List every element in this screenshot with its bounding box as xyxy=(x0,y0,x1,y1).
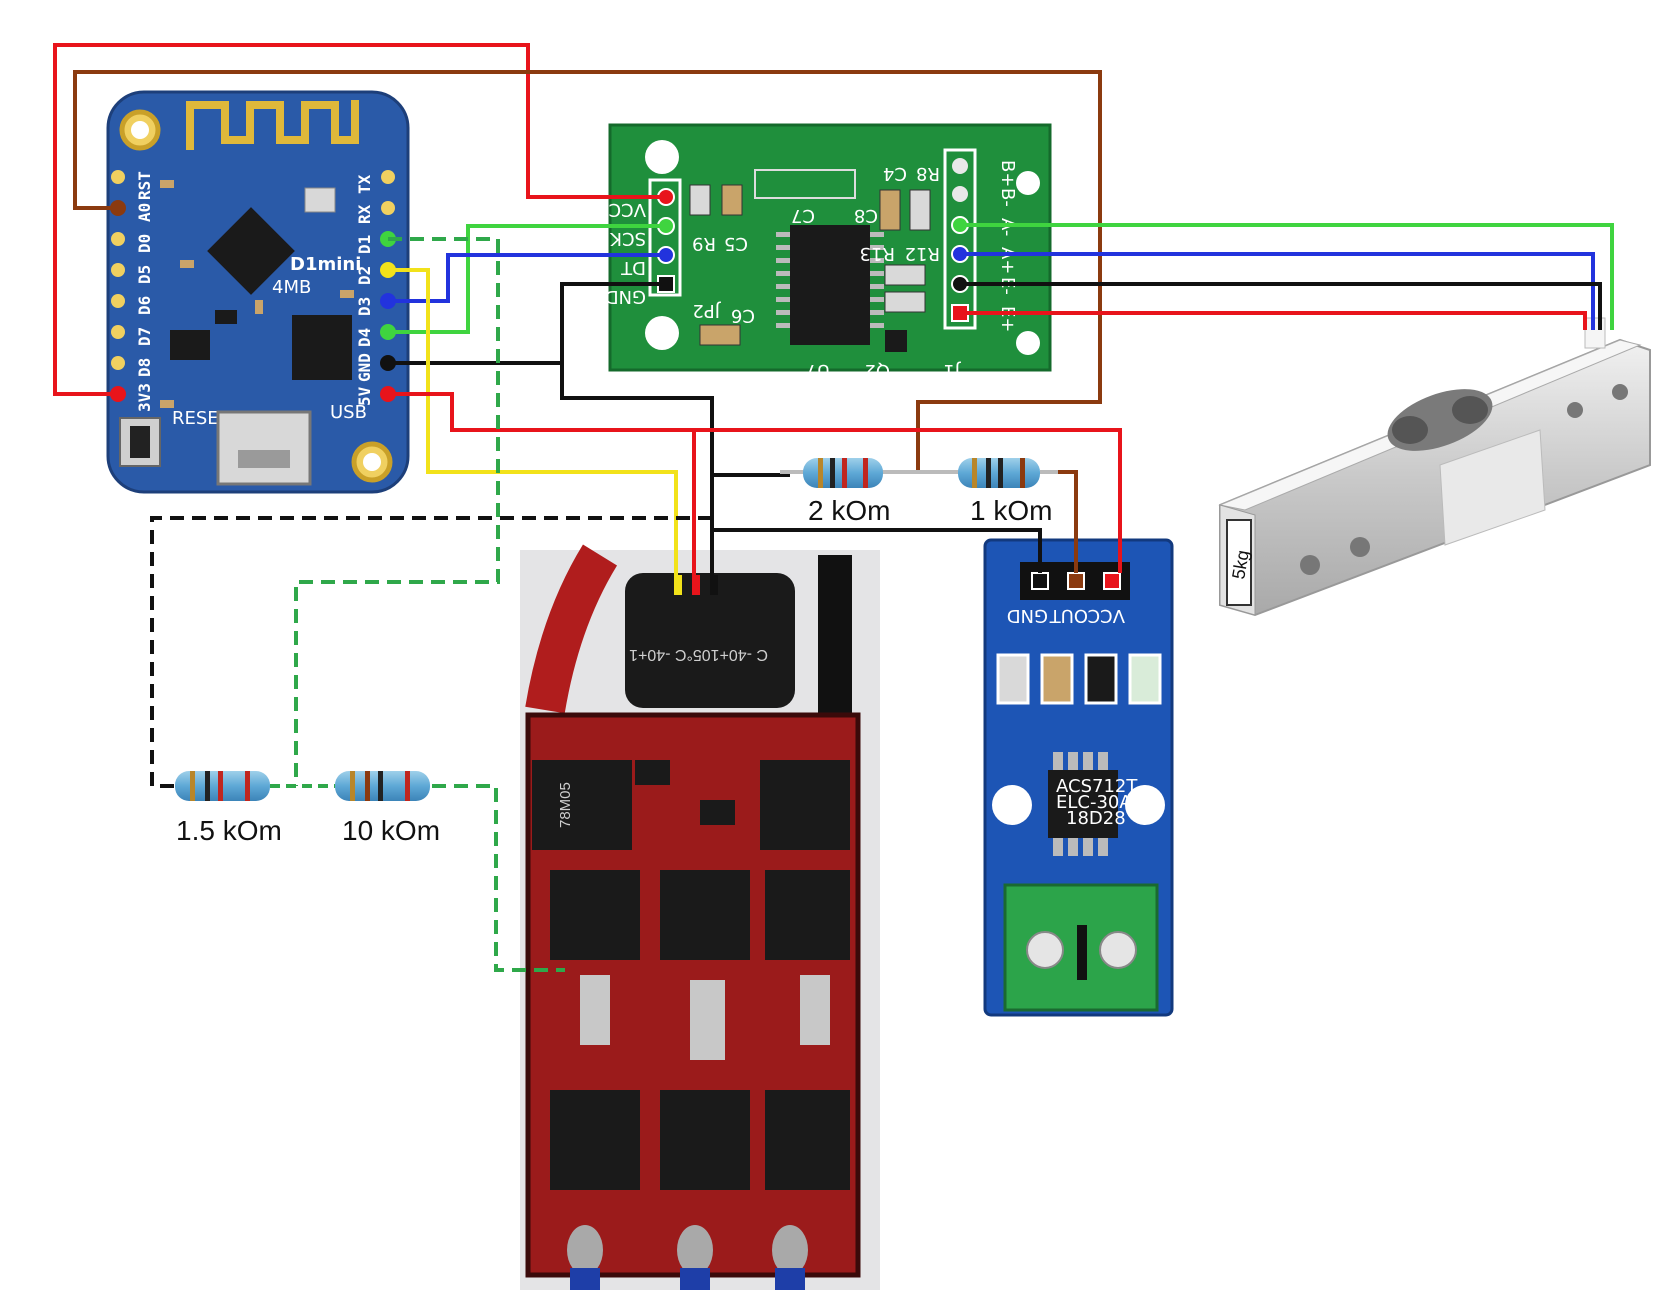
wemos-pin-d5: D5 xyxy=(135,265,154,284)
hx711-pin-bplus: B+ xyxy=(997,160,1018,187)
hx711-q-label: Q2 xyxy=(864,360,890,381)
hx711-silk-r12: R12 xyxy=(905,243,940,264)
wemos-pin-rx: RX xyxy=(355,204,374,224)
acs712-board: GND OUT VCC ACS712T ELC-30A 18D28 xyxy=(983,538,1174,1017)
wemos-pin-d8: D8 xyxy=(135,358,154,377)
wemos-pin-d7: D7 xyxy=(135,327,154,346)
load-cell: 5kg xyxy=(1218,317,1651,617)
hx711-u-label: U7 xyxy=(805,360,830,381)
acs712-pin-gnd: GND xyxy=(1007,605,1048,626)
wire-gnd-to-hx711-gnd xyxy=(388,282,666,365)
esc-regulator-text: 78M05 xyxy=(557,782,574,828)
wemos-pin-a0: A0 xyxy=(135,203,154,222)
wemos-pin-d3: D3 xyxy=(355,297,374,316)
wemos-pin-3v3: 3V3 xyxy=(135,383,154,412)
esc-board: C -40+105°C -40+1 78M05 xyxy=(520,544,880,1290)
wemos-usb-label: USB xyxy=(330,402,367,423)
wemos-flash-label: 4MB xyxy=(272,277,311,298)
resistor-10k: 10 kOm xyxy=(335,771,440,846)
acs712-chip-line3: 18D28 xyxy=(1066,808,1126,829)
wire-hx711-aplus-to-load-cell xyxy=(960,252,1595,330)
wemos-pin-d1: D1 xyxy=(355,235,374,254)
hx711-pin-bminus: B- xyxy=(997,188,1018,207)
hx711-pin-vcc: VCC xyxy=(609,199,646,220)
resistor-10k-label: 10 kOm xyxy=(342,815,440,846)
wemos-d1-mini-board: RST A0 D0 D5 D6 D7 D8 3V3 TX RX D1 D2 D3… xyxy=(106,90,410,494)
resistor-1k-label: 1 kOm xyxy=(970,495,1052,526)
wire-gnd-to-esc xyxy=(560,363,714,575)
resistor-2k-label: 2 kOm xyxy=(808,495,890,526)
wire-a0-to-divider xyxy=(73,70,1102,472)
hx711-pin-gnd: GND xyxy=(605,286,646,307)
acs712-chip-line1: ACS712T xyxy=(1056,776,1138,797)
wemos-chip-label: D1mini xyxy=(290,254,361,275)
resistor-1k5: 1.5 kOm xyxy=(175,771,282,846)
wemos-reset-label: RESET xyxy=(172,408,231,429)
load-cell-capacity-label: 5kg xyxy=(1228,549,1253,581)
hx711-chip xyxy=(790,225,870,345)
acs712-chip xyxy=(1048,770,1118,838)
wire-divider-to-acs712-out xyxy=(1055,470,1078,573)
resistor-1k5-label: 1.5 kOm xyxy=(176,815,282,846)
wemos-pin-tx: TX xyxy=(355,174,374,194)
wire-hx711-eplus-to-load-cell xyxy=(960,311,1587,330)
resistor-1k: 1 kOm xyxy=(930,458,1058,526)
hx711-silk-c4: C4 xyxy=(883,163,907,184)
hx711-silk-c7: C7 xyxy=(791,205,815,226)
hx711-pin-eplus: E+ xyxy=(997,306,1018,332)
wemos-pin-d6: D6 xyxy=(135,296,154,315)
esc-capacitor-text: C -40+105°C -40+1 xyxy=(629,646,768,663)
hx711-pin-aminus: A- xyxy=(997,218,1018,236)
hx711-silk-c6: C6 xyxy=(731,305,755,326)
wire-dashed-green-telemetry xyxy=(294,237,565,972)
hx711-silk-c8: C8 xyxy=(854,205,878,226)
wemos-pin-5v: 5V xyxy=(355,386,374,406)
wemos-pin-d0: D0 xyxy=(135,234,154,253)
wire-dashed-black-ground xyxy=(150,516,712,788)
wemos-pin-d2: D2 xyxy=(355,266,374,285)
hx711-pin-dt: DT xyxy=(620,257,646,278)
wemos-pin-rst: RST xyxy=(135,171,154,200)
hx711-pin-aplus: A+ xyxy=(997,247,1018,274)
wire-d3-to-hx711-dt xyxy=(388,253,666,303)
acs712-pin-vcc: VCC xyxy=(1088,605,1125,626)
wires xyxy=(53,43,1614,972)
wire-3v3-to-hx711-vcc xyxy=(53,43,666,396)
wire-5v-to-acs712-vcc xyxy=(388,392,1122,573)
resistor-2k: 2 kOm xyxy=(780,458,930,526)
esc-capacitor xyxy=(625,573,795,708)
wemos-usb-port xyxy=(216,410,312,486)
hx711-silk-c5: C5 xyxy=(724,233,748,254)
hx711-silk-r9: R9 xyxy=(692,233,716,254)
wire-hx711-aminus-to-load-cell xyxy=(960,223,1614,330)
acs712-pin-out: OUT xyxy=(1049,605,1088,626)
hx711-j-label: J1 xyxy=(943,360,961,381)
acs712-chip-line2: ELC-30A xyxy=(1056,792,1132,813)
load-cell-label-plate xyxy=(1226,519,1252,606)
wire-gnd-to-acs712 xyxy=(712,528,1042,573)
hx711-jp-label: JP2 xyxy=(692,300,721,321)
hx711-pin-sck: SCK xyxy=(609,228,646,249)
wire-hx711-eminus-to-load-cell xyxy=(960,282,1602,330)
wemos-pin-d4: D4 xyxy=(355,328,374,347)
hx711-board: VCC SCK DT GND B+ B- A- A+ E- E+ JP2 J1 … xyxy=(605,123,1052,381)
hx711-silk-r8: R8 xyxy=(916,163,940,184)
wire-d2-to-esc-signal xyxy=(388,268,678,575)
wemos-pin-gnd: GND xyxy=(355,353,374,382)
hx711-silk-r13: R13 xyxy=(860,243,895,264)
